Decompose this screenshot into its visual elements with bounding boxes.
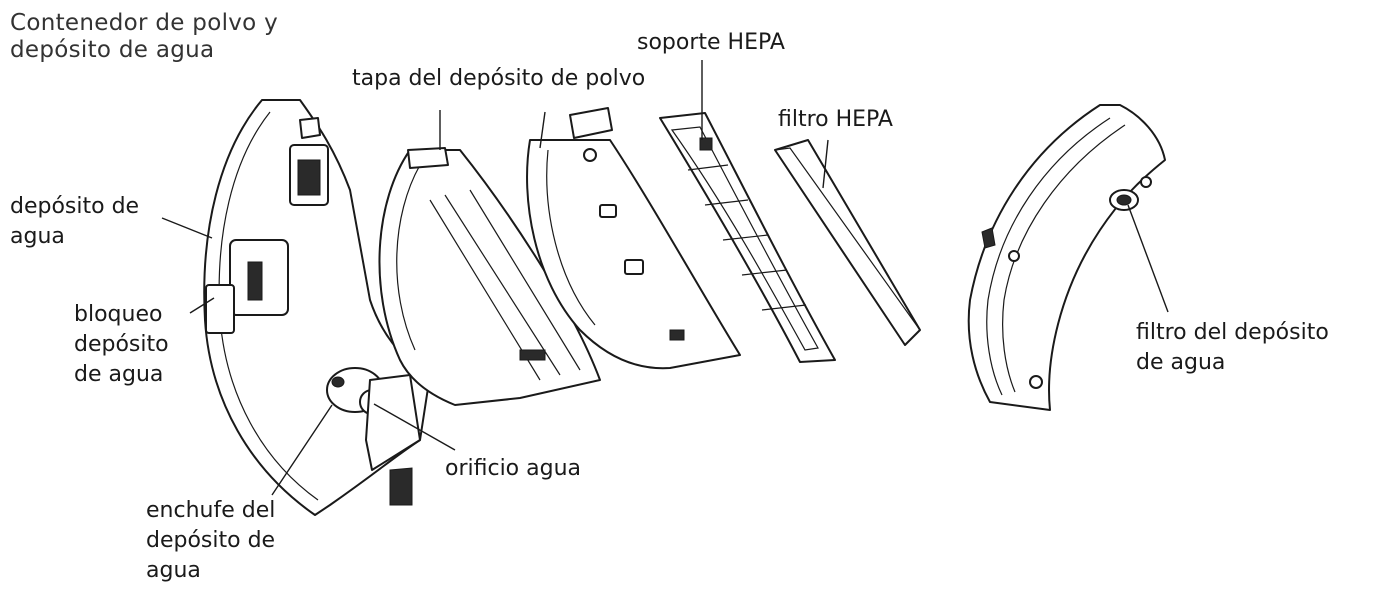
diagram-title: Contenedor de polvo y depósito de agua (10, 10, 278, 64)
label-water-tank: depósito de agua (10, 192, 139, 252)
label-hepa-filter: filtro HEPA (778, 107, 893, 132)
water-tank-line-1: depósito de (10, 194, 140, 219)
tank-plug-line-2: depósito de (146, 528, 276, 553)
label-tank-plug: enchufe del depósito de agua (146, 496, 275, 586)
tank-filter-line-2: de agua (1136, 350, 1226, 375)
hepa-holder-drawing (659, 112, 836, 363)
tank-filter-housing-drawing (967, 104, 1166, 411)
tank-plug-line-1: enchufe del (146, 498, 276, 523)
leader-lines (161, 60, 1169, 496)
label-tank-lock: bloqueo depósito de agua (74, 300, 169, 390)
hepa-filter-drawing (774, 139, 921, 346)
title-line-1: Contenedor de polvo y (10, 10, 279, 36)
label-dust-lid: tapa del depósito de polvo (352, 66, 646, 91)
tank-lock-line-3: de agua (74, 362, 164, 387)
dust-box-drawing (378, 147, 601, 406)
water-tank-drawing (203, 99, 431, 516)
label-hepa-holder: soporte HEPA (637, 30, 785, 55)
water-tank-line-2: agua (10, 224, 65, 249)
tank-lock-line-1: bloqueo (74, 302, 163, 327)
tank-plug-line-3: agua (146, 558, 201, 583)
title-line-2: depósito de agua (10, 37, 215, 63)
dust-lid-drawing (526, 107, 741, 370)
label-water-hole: orificio agua (445, 456, 582, 481)
tank-lock-line-2: depósito (74, 332, 169, 357)
label-tank-filter: filtro del depósito de agua (1136, 318, 1329, 378)
tank-filter-line-1: filtro del depósito (1136, 320, 1329, 345)
